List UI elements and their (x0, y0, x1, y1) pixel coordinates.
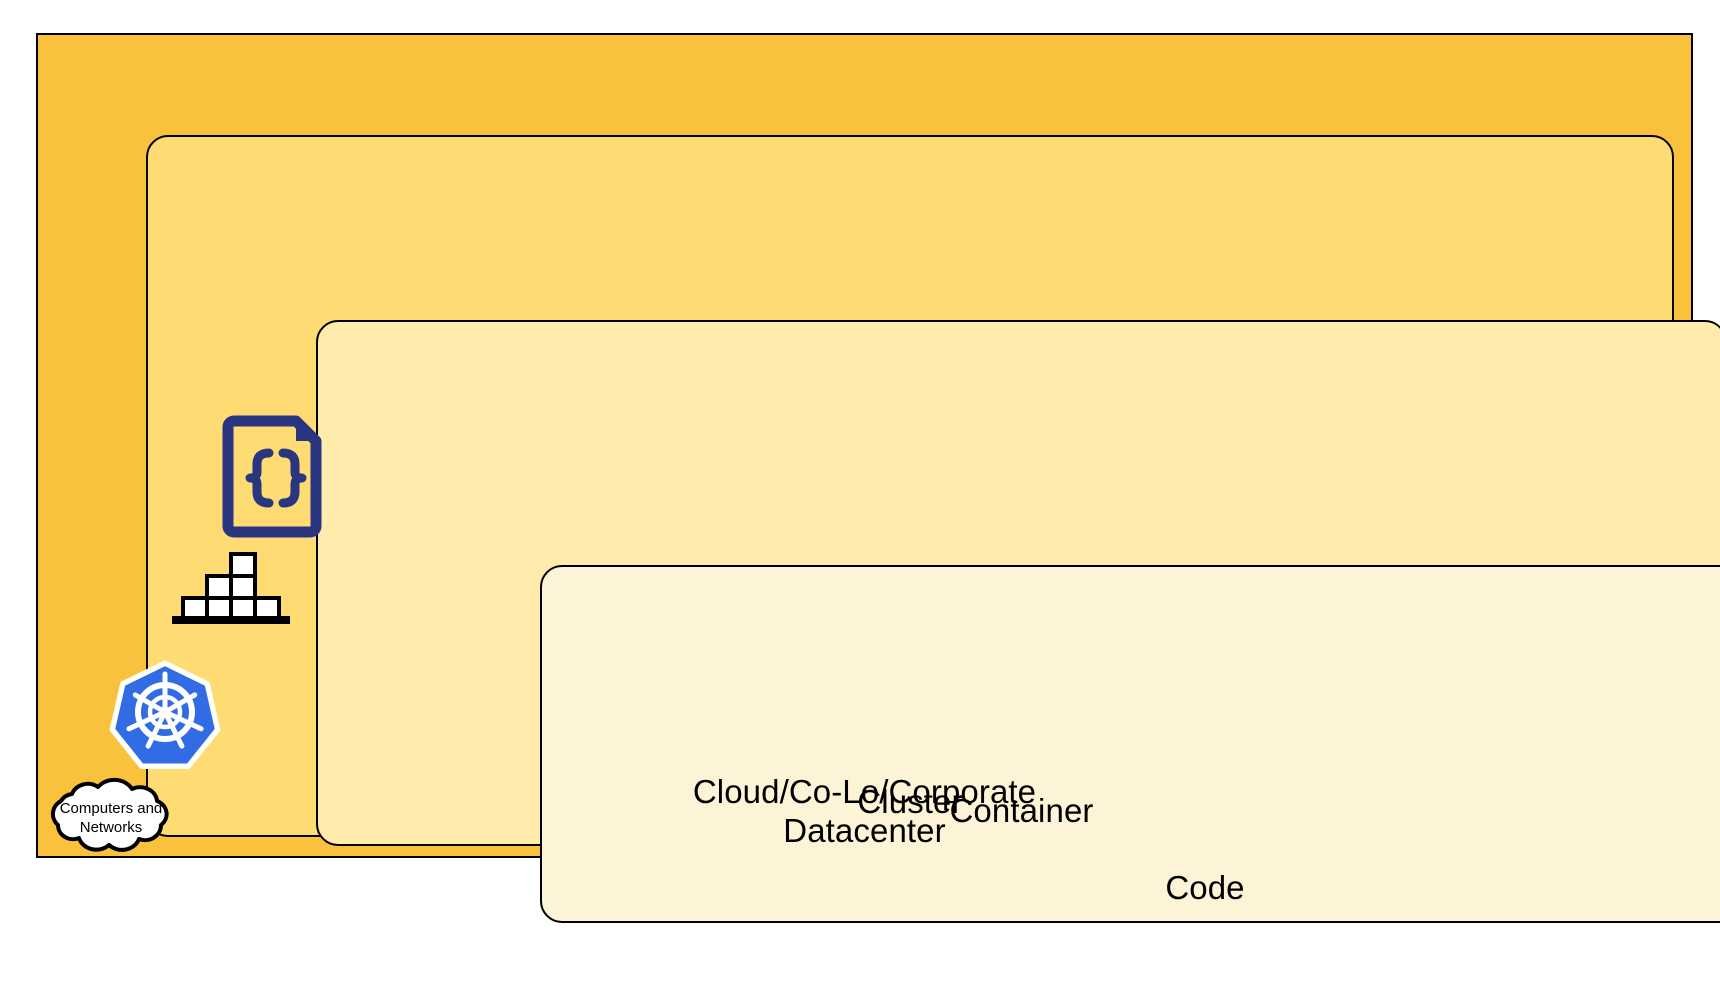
layer-datacenter[interactable]: Code Container Cluster Cloud/Co-Lo/Corpo… (36, 33, 1720, 923)
cloud-icon: Computers and Networks (31, 774, 191, 862)
layer-cluster[interactable]: Code Container Cluster (146, 135, 1720, 923)
kubernetes-icon (109, 655, 221, 769)
container-stack-icon (170, 552, 292, 624)
layer-code[interactable]: Code (540, 565, 1720, 923)
layer-container[interactable]: Code Container (316, 320, 1720, 923)
code-file-icon (222, 415, 328, 538)
layer-code-label: Code (1165, 868, 1245, 906)
